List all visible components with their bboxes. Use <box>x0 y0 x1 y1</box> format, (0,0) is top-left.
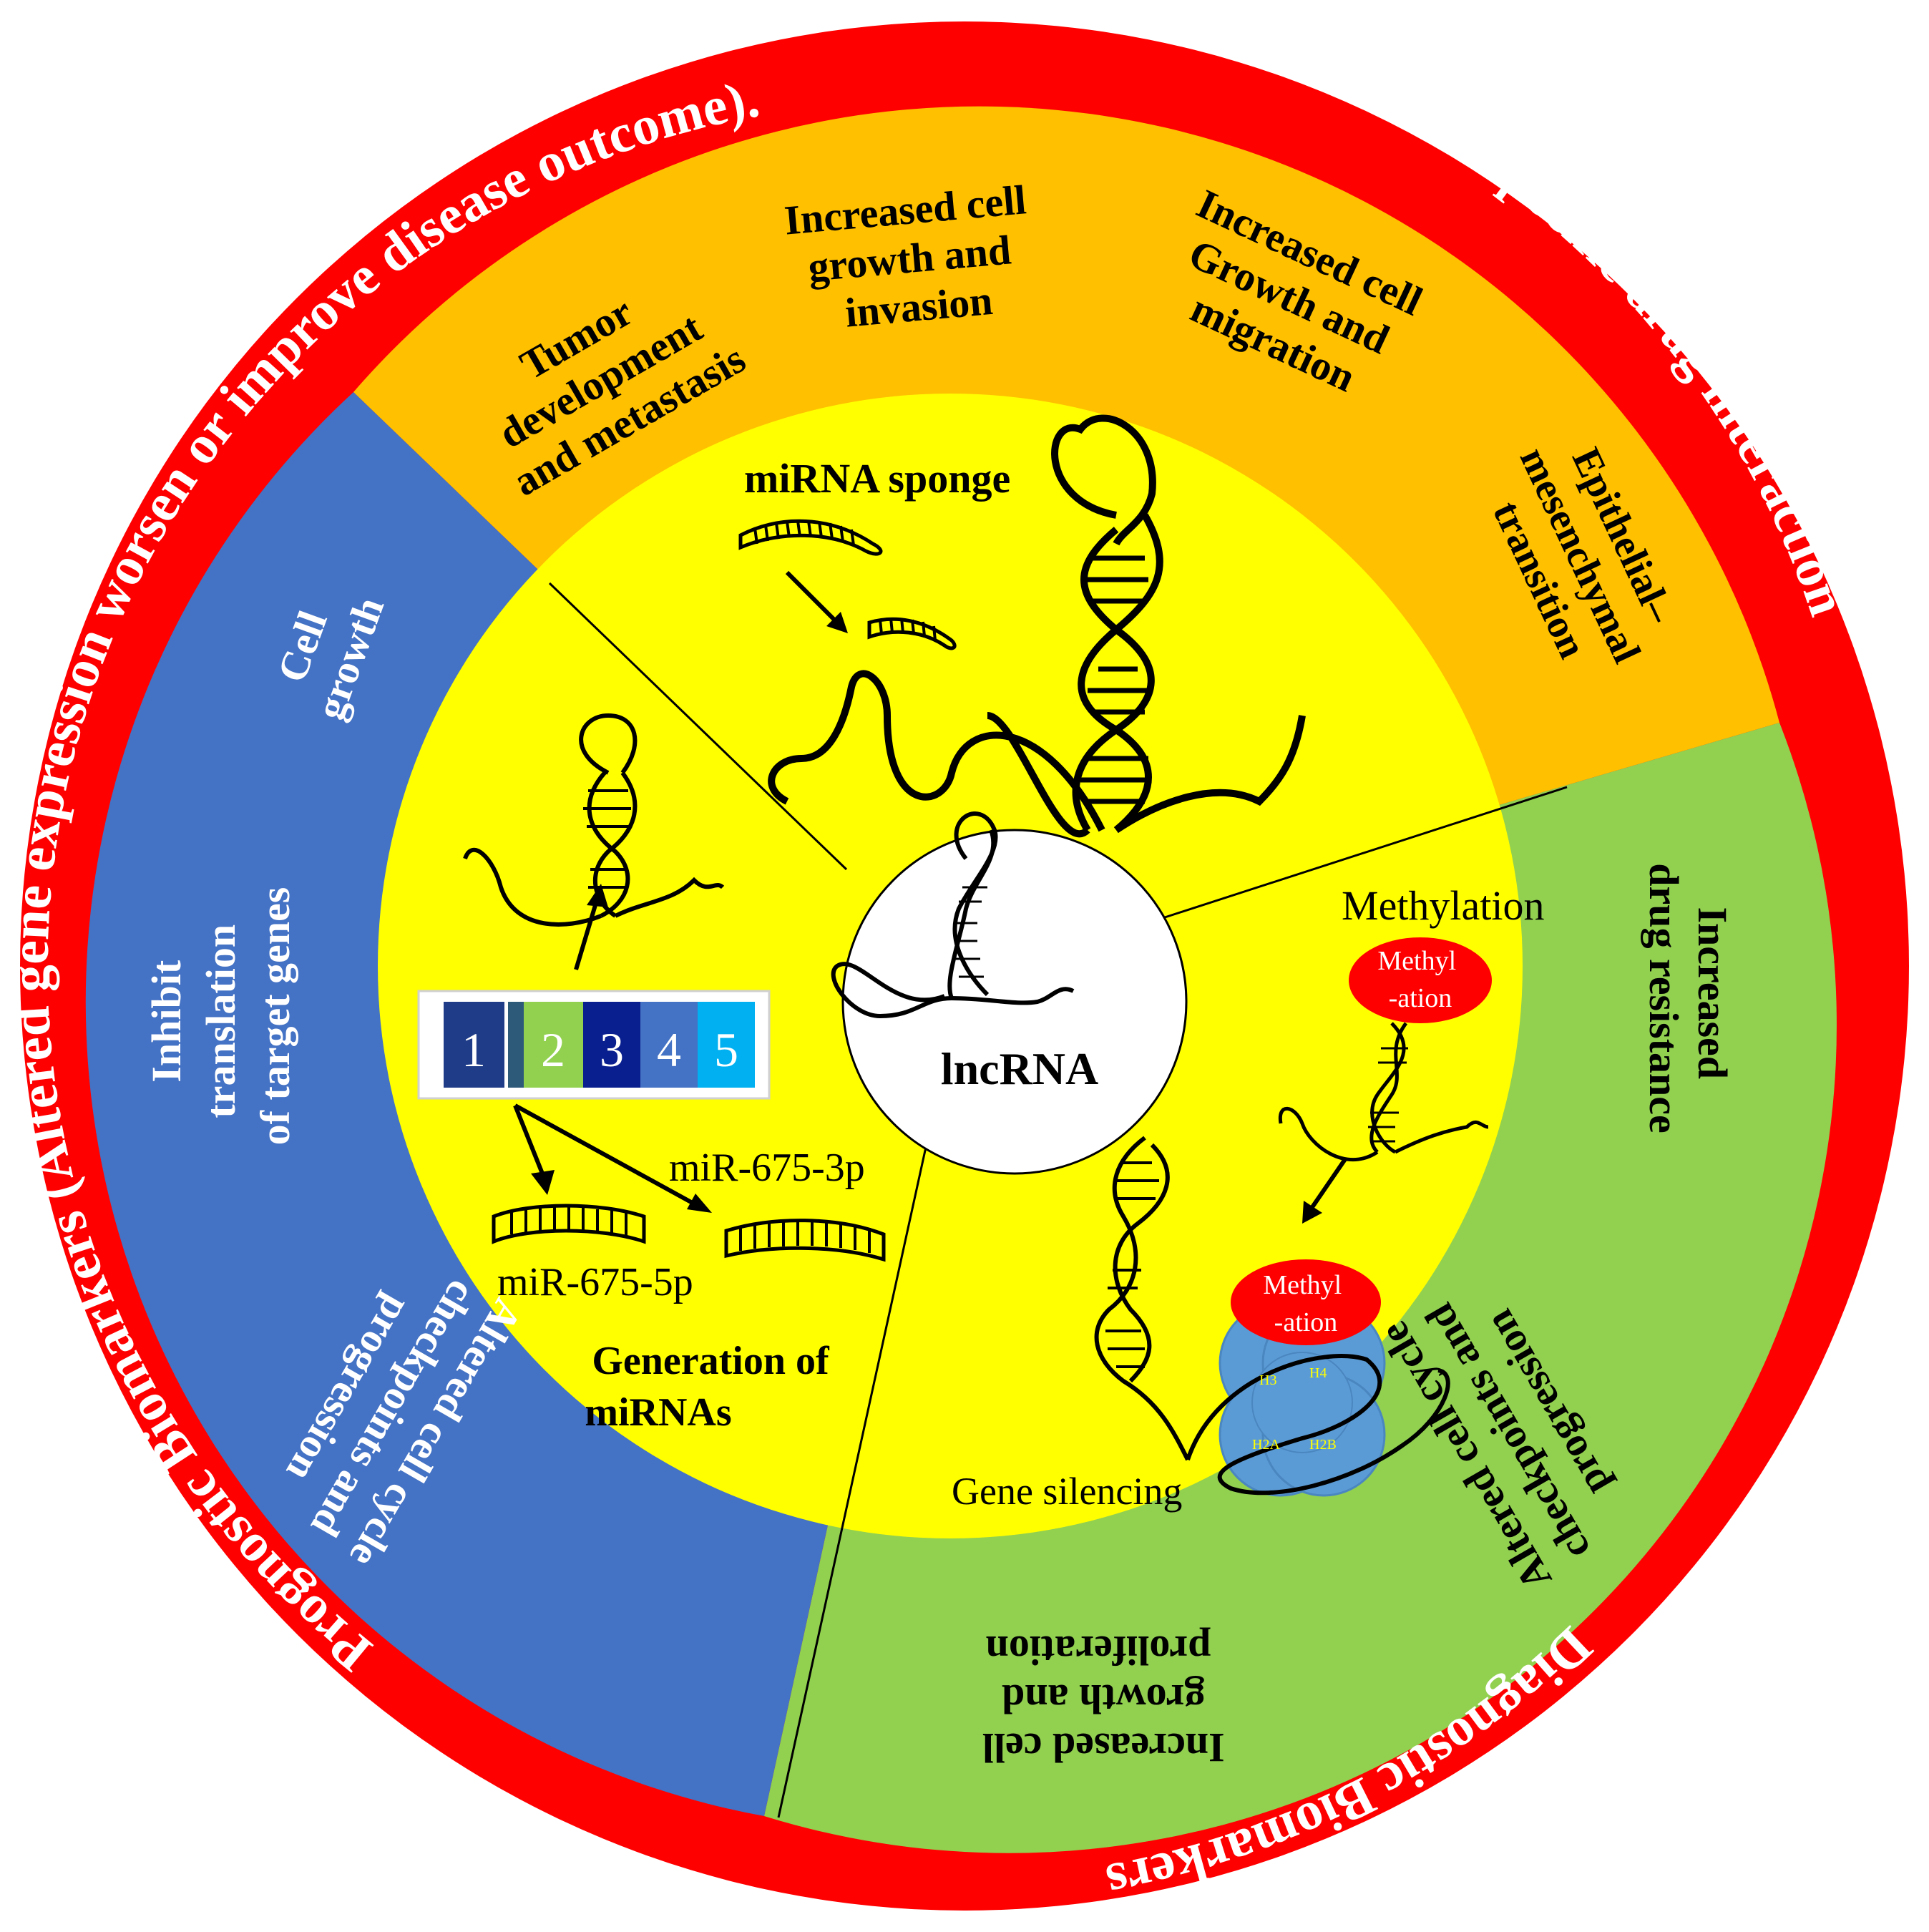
divider-line <box>777 1133 930 1818</box>
mirna-branch-arrows <box>513 1103 712 1213</box>
arrow-head <box>1302 1201 1322 1224</box>
green-item-growth-proliferation: Increased cell growth and proliferation <box>972 1627 1224 1771</box>
blue-item-inhibit-translation: Inhibit translation of target genes <box>143 887 298 1146</box>
exon-gap <box>504 1002 508 1088</box>
exon-1 <box>444 1002 504 1088</box>
histone-h3: H3 <box>1259 1372 1276 1388</box>
exon-1-label: 1 <box>462 1023 486 1077</box>
exon-gene-box: 1 2 3 4 5 <box>417 990 771 1100</box>
methyl-oval-bottom <box>1231 1259 1381 1345</box>
methyl-oval-top-text: Methyl -ation <box>1377 946 1462 1013</box>
center-lncrna-icon <box>831 811 1075 1019</box>
nucleosome-icon: H3 H4 H2A H2B <box>1186 1301 1450 1497</box>
gene-silencing-label: Gene silencing <box>952 1470 1182 1513</box>
histone-h2a: H2A <box>1252 1437 1280 1453</box>
exon-5-label: 5 <box>714 1023 738 1077</box>
dna-helix-icon <box>1094 1136 1190 1461</box>
mir-5p-duplex-icon <box>492 1204 646 1244</box>
histone-h4: H4 <box>1309 1365 1327 1381</box>
methyl-oval-bottom-text: Methyl -ation <box>1263 1270 1348 1337</box>
exon-gap-2 <box>508 1002 524 1088</box>
exon-3 <box>583 1002 640 1088</box>
generation-label: Generation of miRNAs <box>585 1339 839 1435</box>
arrow-head <box>587 884 608 907</box>
exon-4 <box>640 1002 698 1088</box>
green-item-drug-resistance: Increased drug resistance <box>1641 863 1736 1133</box>
arrow-to-lncrna <box>574 897 600 970</box>
large-lncrna-icon <box>768 414 1306 838</box>
mir-5p-label: miR-675-5p <box>497 1260 693 1304</box>
mir-3p-duplex-icon <box>724 1219 886 1262</box>
exon-4-label: 4 <box>657 1023 681 1077</box>
exon-2 <box>524 1002 583 1088</box>
methylated-lncrna-icon <box>1278 1022 1489 1162</box>
methyl-oval-top <box>1349 937 1492 1023</box>
exon-5 <box>698 1002 755 1088</box>
divider-line <box>1164 786 1568 919</box>
exon-3-label: 3 <box>600 1023 624 1077</box>
small-lncrna-icon <box>463 713 725 927</box>
methylation-arrow <box>1309 1158 1347 1211</box>
sponge-mirna-icon <box>738 519 957 650</box>
methylation-label: Methylation <box>1342 882 1545 929</box>
histone-h2b: H2B <box>1309 1437 1337 1453</box>
divider-line <box>548 582 848 871</box>
mir-3p-label: miR-675-3p <box>669 1146 865 1190</box>
center-label: lncRNA <box>941 1043 1098 1094</box>
exon-2-label: 2 <box>541 1023 565 1077</box>
mirna-sponge-label: miRNA sponge <box>744 455 1010 502</box>
